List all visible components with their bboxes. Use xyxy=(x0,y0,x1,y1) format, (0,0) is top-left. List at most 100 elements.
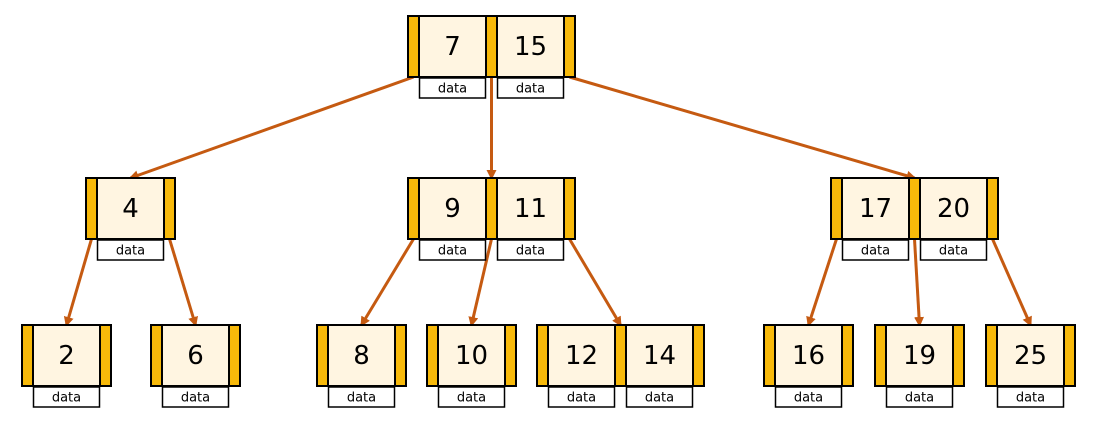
data-label: data xyxy=(905,391,934,406)
key-cell xyxy=(32,324,101,387)
node-n16: 16 data xyxy=(763,324,854,408)
key-cell xyxy=(996,324,1065,387)
nodes-layer: 7data15data4data9data11data17data20data2… xyxy=(21,15,1076,408)
data-box xyxy=(625,386,694,408)
data-box xyxy=(418,239,487,261)
pointer-cell xyxy=(394,324,407,387)
pointer-cell xyxy=(763,324,776,387)
key-label: 25 xyxy=(1014,341,1047,371)
pointer-cell xyxy=(99,324,112,387)
key-cell xyxy=(774,324,843,387)
node-n2: 2 data xyxy=(21,324,112,408)
key-label: 2 xyxy=(58,341,75,371)
data-label: data xyxy=(457,391,486,406)
key-label: 12 xyxy=(565,341,598,371)
node-n10: 10 data xyxy=(426,324,517,408)
edge-n17-to-n19 xyxy=(913,238,925,327)
key-cell xyxy=(841,177,910,240)
pointer-cell xyxy=(316,324,329,387)
edge-n4-to-n6 xyxy=(168,238,198,327)
pointer-cell xyxy=(692,324,705,387)
data-box xyxy=(437,386,506,408)
pointer-cell xyxy=(85,177,98,240)
key-label: 6 xyxy=(187,341,204,371)
pointer-cell xyxy=(536,324,549,387)
key-label: 4 xyxy=(122,194,139,224)
data-box xyxy=(327,386,396,408)
key-label: 17 xyxy=(859,194,892,224)
pointer-cell xyxy=(485,177,498,240)
data-box xyxy=(32,386,101,408)
data-box xyxy=(161,386,230,408)
key-label: 19 xyxy=(903,341,936,371)
pointer-cell xyxy=(426,324,439,387)
edge-n9-to-n12 xyxy=(568,238,622,327)
key-label: 16 xyxy=(792,341,825,371)
key-cell xyxy=(496,177,565,240)
data-label: data xyxy=(794,391,823,406)
edge-root-to-n4 xyxy=(128,75,415,181)
pointer-cell xyxy=(830,177,843,240)
data-box xyxy=(919,239,988,261)
key-cell xyxy=(625,324,694,387)
node-n6: 6 data xyxy=(150,324,241,408)
edges-layer xyxy=(63,75,1032,327)
key-cell xyxy=(327,324,396,387)
pointer-cell xyxy=(563,177,576,240)
edge-n9-to-n8 xyxy=(360,238,415,327)
data-label: data xyxy=(1016,391,1045,406)
data-label: data xyxy=(567,391,596,406)
key-label: 15 xyxy=(514,32,547,62)
pointer-cell xyxy=(407,15,420,78)
pointer-cell xyxy=(908,177,921,240)
key-label: 20 xyxy=(937,194,970,224)
data-box xyxy=(496,77,565,99)
pointer-cell xyxy=(407,177,420,240)
data-label: data xyxy=(52,391,81,406)
data-label: data xyxy=(181,391,210,406)
data-box xyxy=(418,77,487,99)
data-box xyxy=(496,239,565,261)
data-box xyxy=(774,386,843,408)
data-label: data xyxy=(438,82,467,97)
pointer-cell xyxy=(614,324,627,387)
pointer-cell xyxy=(228,324,241,387)
data-label: data xyxy=(438,244,467,259)
data-box xyxy=(547,386,616,408)
key-cell xyxy=(919,177,988,240)
key-cell xyxy=(418,15,487,78)
pointer-cell xyxy=(986,177,999,240)
key-cell xyxy=(437,324,506,387)
key-cell xyxy=(885,324,954,387)
data-box xyxy=(996,386,1065,408)
node-n25: 25 data xyxy=(985,324,1076,408)
pointer-cell xyxy=(985,324,998,387)
edge-root-to-n17 xyxy=(569,75,917,181)
node-n17: 17 data 20 data xyxy=(830,177,999,261)
data-label: data xyxy=(516,244,545,259)
data-label: data xyxy=(516,82,545,97)
pointer-cell xyxy=(150,324,163,387)
pointer-cell xyxy=(563,15,576,78)
node-n19: 19 data xyxy=(874,324,965,408)
data-label: data xyxy=(939,244,968,259)
pointer-cell xyxy=(21,324,34,387)
pointer-cell xyxy=(485,15,498,78)
pointer-cell xyxy=(841,324,854,387)
edge-n17-to-n25 xyxy=(991,238,1032,327)
key-label: 9 xyxy=(444,194,461,224)
pointer-cell xyxy=(874,324,887,387)
edge-n9-to-n10 xyxy=(468,238,493,327)
key-label: 14 xyxy=(643,341,676,371)
data-label: data xyxy=(861,244,890,259)
key-label: 10 xyxy=(455,341,488,371)
pointer-cell xyxy=(163,177,176,240)
pointer-cell xyxy=(504,324,517,387)
pointer-cell xyxy=(1063,324,1076,387)
